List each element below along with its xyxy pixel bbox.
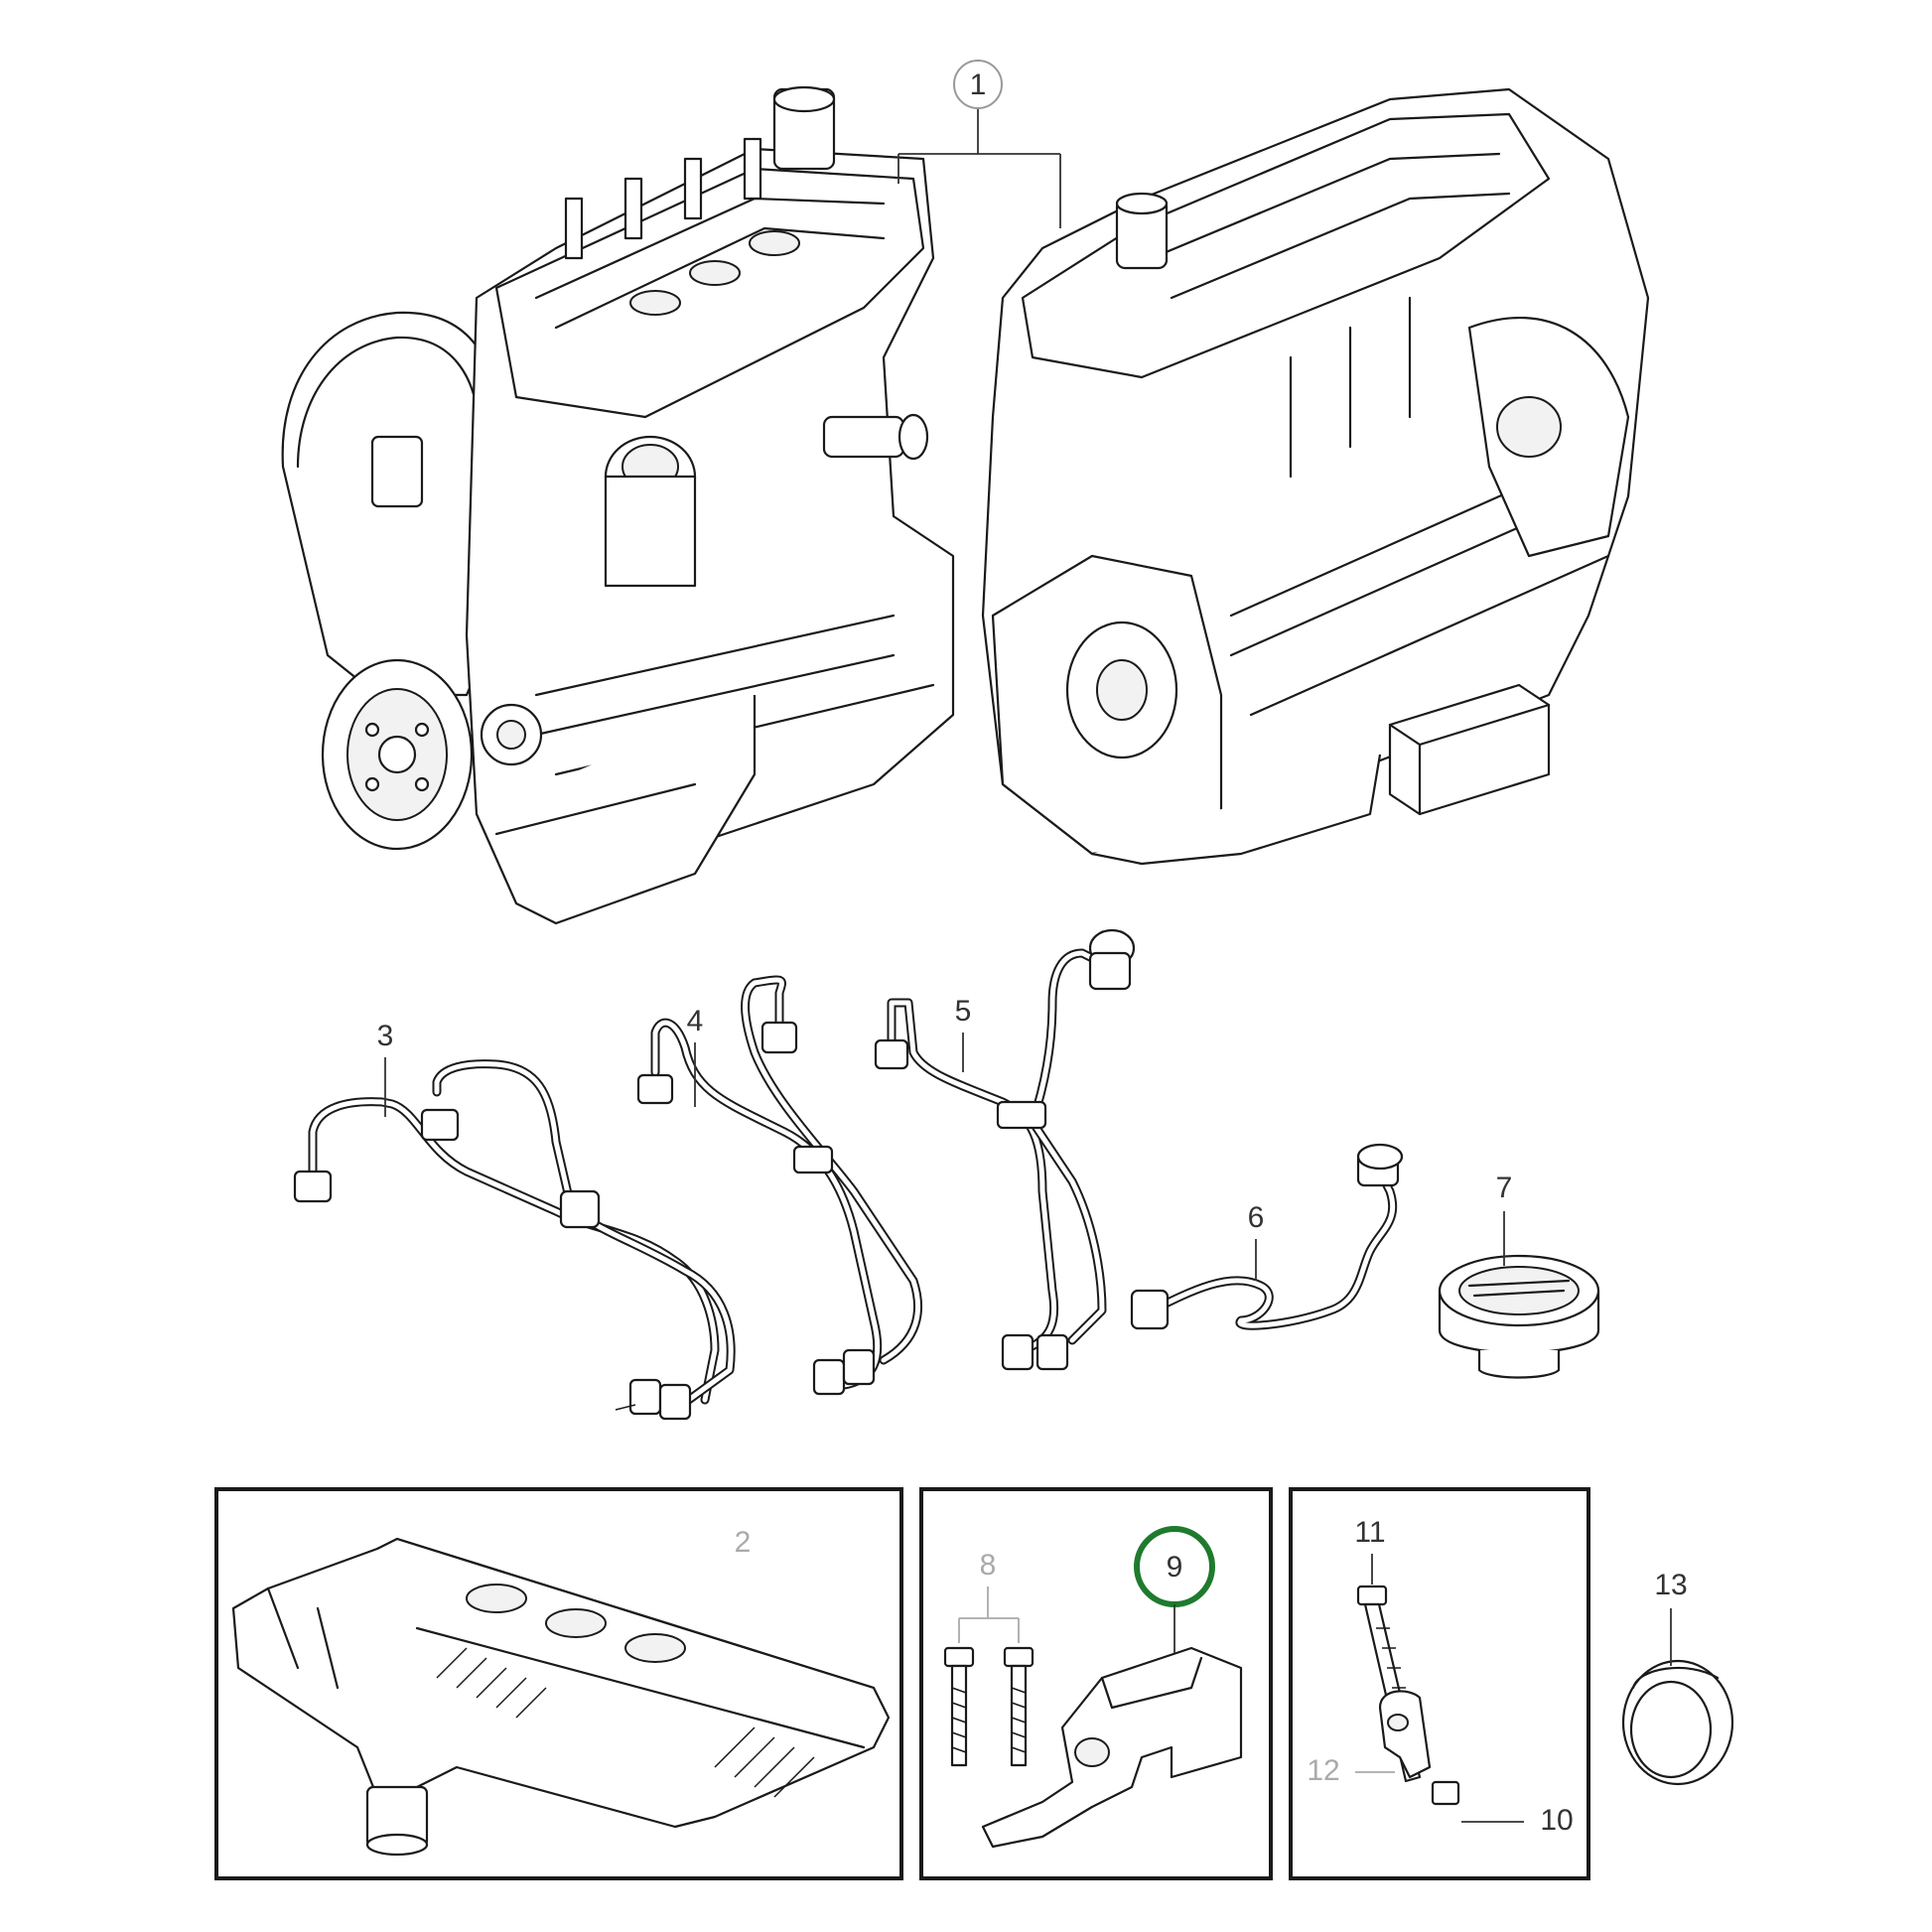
bolt-8-a[interactable] xyxy=(943,1646,975,1767)
callout-11-label: 11 xyxy=(1354,1516,1385,1549)
callout-3-label: 3 xyxy=(377,1020,394,1052)
fuel-pipe-6[interactable]: 6 xyxy=(1130,1143,1404,1330)
callout-12-label: 12 xyxy=(1307,1754,1339,1787)
fuel-pipe-set-5[interactable]: 5 xyxy=(874,928,1136,1371)
callout-4-label: 4 xyxy=(687,1005,704,1037)
callout-2-label: 2 xyxy=(735,1526,752,1559)
sensor-12[interactable] xyxy=(1378,1690,1432,1779)
engine-rear-view[interactable] xyxy=(981,87,1650,866)
filler-cap-7[interactable]: 7 xyxy=(1438,1172,1600,1379)
callout-8-label: 8 xyxy=(980,1549,997,1582)
engine-front-view[interactable] xyxy=(281,85,955,925)
panel-valve-cover[interactable]: 2 xyxy=(214,1487,903,1880)
callout-10-label: 10 xyxy=(1540,1804,1573,1837)
callout-5-label: 5 xyxy=(955,995,972,1028)
callout-13-label: 13 xyxy=(1654,1569,1687,1601)
callout-6-label: 6 xyxy=(1248,1201,1265,1234)
selected-callout-label: 9 xyxy=(1167,1551,1183,1584)
callout-1-label: 1 xyxy=(970,69,987,101)
panel-bracket[interactable]: 8 9 xyxy=(919,1487,1273,1880)
fuel-pipe-set-4[interactable]: 4 xyxy=(636,975,923,1396)
selected-callout-9[interactable]: 9 xyxy=(1134,1526,1215,1653)
bolt-8-b[interactable] xyxy=(1003,1646,1035,1767)
callout-1[interactable]: 1 xyxy=(897,60,1061,228)
fuel-pipe-set-3[interactable]: 3 xyxy=(293,1020,736,1421)
callout-7-label: 7 xyxy=(1496,1172,1513,1204)
bracket-9[interactable] xyxy=(981,1646,1243,1849)
panel-sensor[interactable]: 11 12 10 xyxy=(1289,1487,1590,1880)
seal-ring-13[interactable]: 13 xyxy=(1621,1569,1734,1786)
nut-10[interactable] xyxy=(1431,1780,1460,1806)
